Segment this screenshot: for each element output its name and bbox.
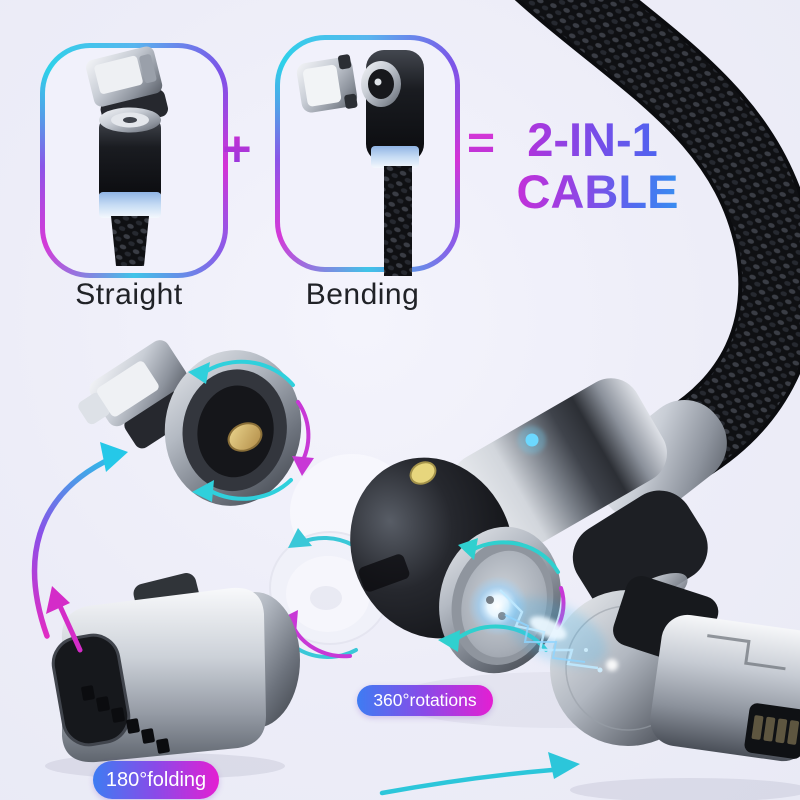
folding-badge: 180°folding [93,761,219,799]
right-angle-connector-icon [361,50,424,276]
usb-c-connector [45,573,300,779]
equals-sign: = [456,120,506,168]
bending-label: Bending [305,278,420,311]
fold-rotate-arrow-left-icon [31,442,128,639]
plus-sign: + [212,124,262,174]
braided-cable [514,0,800,479]
lightning-connector-assembly [78,340,314,506]
micro-usb-connector [550,576,800,800]
usb-c-pins-icon [81,685,170,754]
micro-usb-pins-icon [751,715,800,745]
gold-pin-icon [227,422,263,452]
bending-box-connector-art [296,50,424,276]
disc-rotation-arrows-icon [188,359,314,502]
usb-c-tip-icon [296,54,358,113]
gold-contact-dot-icon [409,461,437,485]
rotations-badge: 360°rotations [357,685,493,716]
magnetic-spark-effect-icon [499,589,618,673]
straight-cable-head-icon [99,107,161,266]
straight-box-connector-art [86,46,169,266]
led-indicator-icon [525,433,539,447]
straight-label: Straight [75,278,183,311]
direction-arrow-bottom-icon [379,752,580,796]
head-body [451,378,667,559]
lightning-tip-icon [78,340,191,449]
headline-cable: CABLE [500,168,695,215]
fold-arrow-magenta-icon [46,586,83,653]
headline-2in1: 2-IN-1 [505,116,680,163]
